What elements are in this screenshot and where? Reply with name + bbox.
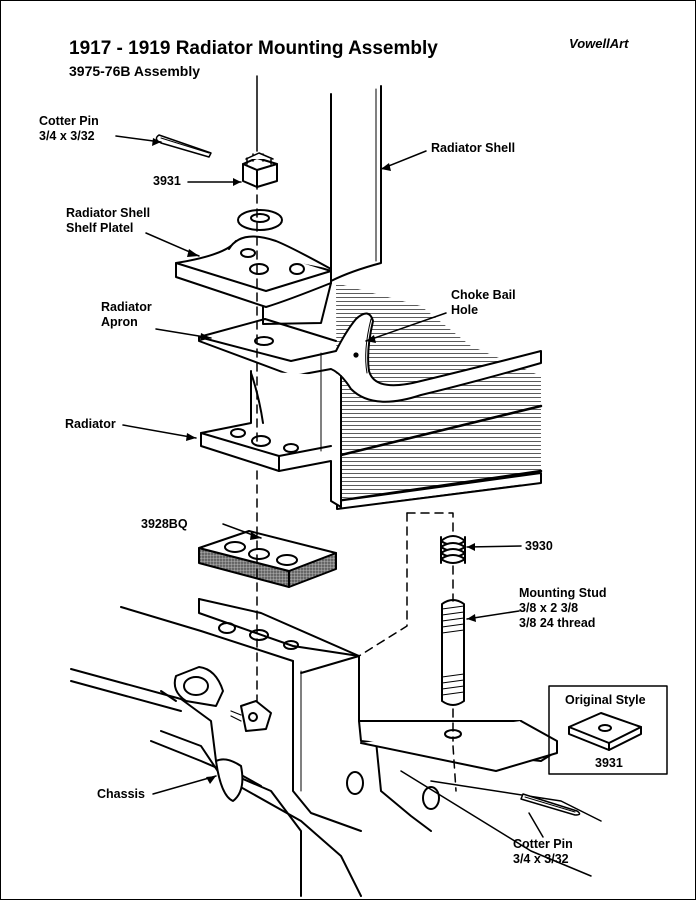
label-mounting-stud-size: 3/8 x 2 3/8 [519, 601, 579, 615]
label-choke-bail-line2: Hole [451, 303, 479, 317]
label-cotter-pin-bottom: Cotter Pin 3/4 x 3/32 [513, 837, 573, 867]
label-radiator: Radiator [65, 417, 116, 431]
label-shelf-plate: Radiator Shell Shelf Platel [66, 206, 150, 236]
label-shelf-plate-line2: Shelf Platel [66, 221, 134, 235]
label-choke-bail-line1: Choke Bail [451, 288, 516, 302]
washer [237, 209, 283, 231]
page-title: 1917 - 1919 Radiator Mounting Assembly [69, 38, 438, 59]
label-mounting-stud: Mounting Stud 3/8 x 2 3/8 3/8 24 thread [519, 586, 606, 631]
radiator-tank [200, 352, 342, 508]
clevis-assembly [160, 666, 272, 732]
cotter-pin-top-part [155, 134, 212, 158]
label-mounting-stud-thread: 3/8 24 thread [519, 616, 596, 630]
radiator-shell [330, 85, 382, 282]
inset-original-style-box [548, 685, 668, 775]
label-apron-line2: Apron [101, 315, 138, 329]
brand-signature: VowellArt [569, 36, 629, 51]
rubber-pad [198, 530, 337, 588]
chassis-frame [70, 598, 602, 897]
label-radiator-apron: Radiator Apron [101, 300, 152, 330]
label-pad-part: 3928BQ [141, 517, 188, 531]
spring [440, 535, 466, 564]
label-chassis: Chassis [97, 787, 145, 801]
shelf-plate [175, 235, 332, 308]
label-cotter-pin-bottom-size: 3/4 x 3/32 [513, 852, 569, 866]
radiator-apron [198, 282, 542, 403]
assembly-centerlines [256, 180, 457, 792]
castle-nut [242, 152, 278, 188]
inset-part-number: 3931 [595, 756, 623, 770]
label-nut-part: 3931 [153, 174, 181, 188]
mounting-stud [441, 599, 465, 706]
label-apron-line1: Radiator [101, 300, 152, 314]
label-cotter-pin-top-name: Cotter Pin [39, 114, 99, 128]
label-cotter-pin-top-size: 3/4 x 3/32 [39, 129, 95, 143]
cotter-pin-bottom-part [520, 793, 581, 816]
label-mounting-stud-name: Mounting Stud [519, 586, 607, 600]
label-cotter-pin-bottom-name: Cotter Pin [513, 837, 573, 851]
label-cotter-pin-top: Cotter Pin 3/4 x 3/32 [39, 114, 99, 144]
label-choke-bail-hole: Choke Bail Hole [451, 288, 516, 318]
leader-arrowheads [152, 138, 476, 784]
inset-title: Original Style [565, 693, 646, 707]
label-spring-part: 3930 [525, 539, 553, 553]
assembly-number: 3975-76B Assembly [69, 63, 201, 79]
label-shelf-plate-line1: Radiator Shell [66, 206, 151, 220]
label-radiator-shell: Radiator Shell [431, 141, 516, 155]
